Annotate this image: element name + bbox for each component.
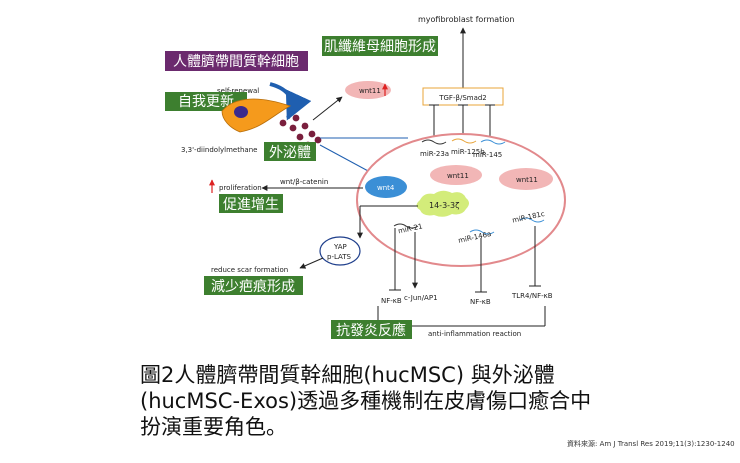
diindolyl-text: 3,3'-diindolylmethane: [181, 146, 257, 154]
tlr4-label: TLR4/NF-κB: [511, 292, 553, 300]
mir145-label: miR-145: [473, 151, 502, 159]
myofibroblast-zh-label: 肌纖維母細胞形成: [324, 39, 436, 55]
wnt-catenin-label: wnt/β-catenin: [280, 178, 328, 186]
reduce-scar-zh-bg: [204, 276, 303, 295]
mir23a-label: miR-23a: [420, 150, 449, 158]
wnt11-b-label: wnt11: [516, 176, 538, 184]
proliferation-zh-bg: [219, 194, 283, 213]
source-citation: 資料來源: Am J Transl Res 2019;11(3):1230-12…: [567, 440, 735, 448]
myofibroblast-zh-bg: [322, 36, 438, 56]
tgf-label: TGF-β/Smad2: [438, 94, 487, 102]
caption-line-3: 扮演重要角色。: [140, 415, 287, 439]
self-renewal-arrow: [269, 82, 312, 121]
reduce-scar-zh-label: 減少疤痕形成: [211, 278, 295, 295]
mir146a-strand: [469, 229, 495, 235]
myofibroblast-text: myofibroblast formation: [418, 15, 514, 24]
wnt11-b-shape: [499, 168, 553, 190]
mir125b-label: miR-125b: [451, 148, 485, 156]
reduce-scar-label: reduce scar formation: [211, 266, 288, 274]
self-renewal-zh-label: 自我更新: [178, 94, 234, 110]
anti-inflam-zh-label: 抗發炎反應: [336, 322, 406, 339]
exosome-zh-label: 外泌體: [269, 145, 311, 161]
wnt11-top-label: wnt11: [359, 87, 381, 95]
mir125b-strand: [451, 138, 477, 144]
mir145-strand: [480, 139, 506, 145]
mir181c-strand: [519, 217, 545, 223]
yap-shape: [319, 236, 361, 266]
proliferation-label: proliferation: [219, 184, 262, 192]
stem-cell-nucleus: [234, 106, 248, 118]
wnt4-label: wnt4: [377, 184, 395, 192]
wnt11-a-label: wnt11: [447, 172, 469, 180]
wnt11-a-shape: [430, 165, 482, 185]
figure-caption: 圖2人體臍帶間質幹細胞(hucMSC) 與外泌體 (hucMSC-Exos)透過…: [140, 362, 660, 440]
yap-to-scar-arrow: [299, 257, 324, 269]
plats-label: p-LATS: [327, 253, 352, 261]
cjun-label: c-Jun/AP1: [404, 294, 438, 302]
caption-line-1: 圖2人體臍帶間質幹細胞(hucMSC) 與外泌體: [140, 363, 555, 387]
mir21-strand: [393, 223, 419, 229]
nfkb2-label: NF-κB: [470, 298, 491, 306]
self-renewal-text: self-renewal: [217, 87, 259, 95]
nfkb1-label: NF-κB: [381, 297, 402, 305]
wnt4-shape: [365, 176, 407, 198]
protein-1433-shape: [416, 190, 469, 217]
anti-inflam-label: anti-inflammation reaction: [428, 330, 521, 338]
exo-blue-line-2: [319, 144, 371, 173]
wnt11-top-shape: [345, 81, 391, 99]
exo-to-wnt11-arrow: [312, 96, 343, 121]
protein-1433-label: 14-3-3ζ: [429, 201, 459, 210]
hucmsc-zh-label: 人體臍帶間質幹細胞: [173, 53, 299, 70]
caption-line-2: (hucMSC-Exos)透過多種機制在皮膚傷口癒合中: [140, 389, 592, 413]
anti-inflam-zh-bg: [331, 320, 412, 339]
yap-label: YAP: [333, 243, 347, 251]
mir23a-strand: [421, 139, 447, 145]
exosome-zh-bg: [264, 142, 316, 161]
stem-cell-body: [221, 98, 291, 133]
proliferation-zh-label: 促進增生: [223, 197, 279, 213]
hucmsc-zh-bg: [165, 51, 308, 71]
